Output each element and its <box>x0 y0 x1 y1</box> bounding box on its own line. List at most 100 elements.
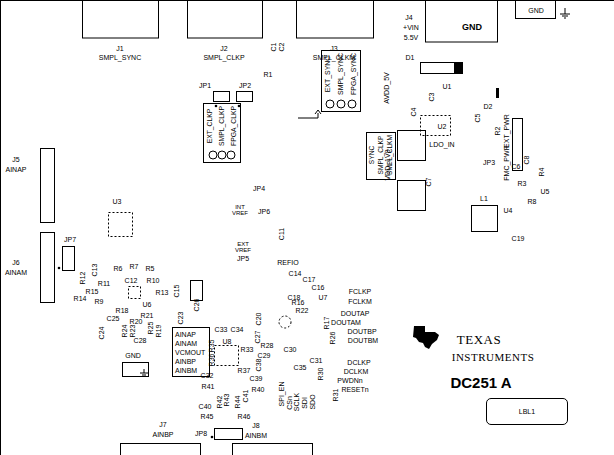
ic-dashed-outline <box>215 346 239 366</box>
part-label: U4 <box>504 207 513 214</box>
part-label: R40 <box>252 386 265 393</box>
part-label: U3 <box>113 198 122 205</box>
connector-outline <box>83 0 159 38</box>
part-label: DOUTAM <box>331 319 361 326</box>
ic-outline <box>191 131 498 301</box>
part-label: SMPL_CLKP <box>203 54 244 61</box>
part-label: R11 <box>98 280 110 287</box>
part-label: LDO_IN <box>429 141 454 148</box>
diode-outline <box>421 63 463 74</box>
part-label: C28 <box>134 337 147 344</box>
signal-name: SMPL_CLKP <box>378 136 385 175</box>
part-label: AINBM <box>245 432 267 439</box>
part-label: C16 <box>312 284 325 291</box>
part-label: R43 <box>223 394 230 407</box>
part-label: J6 <box>12 259 19 266</box>
part-label: J1 <box>116 45 123 52</box>
part-label: C3 <box>428 93 435 102</box>
part-label: JP2 <box>239 82 251 89</box>
signal-name: AINBP <box>173 357 209 366</box>
part-label: R25 <box>147 322 154 335</box>
part-label: J7 <box>159 421 166 428</box>
pin1-dot <box>215 105 218 108</box>
part-label: DCLKM <box>344 368 369 375</box>
part-label: FCLKM <box>348 298 372 305</box>
part-label: JP7 <box>64 236 76 243</box>
ic-outline <box>191 281 203 301</box>
part-label: C8 <box>523 156 530 165</box>
part-label: C24 <box>98 327 105 340</box>
part-label: C5 <box>474 114 481 123</box>
part-label: R45 <box>201 413 214 420</box>
ic-outline <box>472 206 498 232</box>
part-label: L1 <box>480 195 488 202</box>
part-label: R14 <box>74 295 87 302</box>
part-label: C34 <box>231 326 244 333</box>
part-label: FMC_PWR <box>503 145 510 180</box>
part-label: J4 <box>405 14 412 21</box>
part-label: C15 <box>173 285 180 298</box>
connector-outline <box>297 0 374 38</box>
part-label: EXT VREF <box>234 241 252 254</box>
ground-symbol <box>140 8 570 375</box>
part-label: R36 <box>208 354 215 367</box>
part-label: JP4 <box>253 185 265 192</box>
part-label: 5.5V <box>404 34 418 41</box>
signal-name: SYNC <box>368 146 375 164</box>
jumper-header <box>63 92 523 440</box>
part-label: R7 <box>130 263 139 270</box>
label-box: LBL1 <box>486 398 568 425</box>
signal-name: AINAM <box>173 339 209 348</box>
part-label: JP3 <box>483 159 495 166</box>
part-label: R33 <box>241 346 254 353</box>
part-label: C26 <box>193 299 200 312</box>
part-label: PWDNn <box>337 377 362 384</box>
signal-name: FPGA_CLKP <box>231 106 238 146</box>
ic-outline <box>398 131 426 161</box>
part-label: +VIN <box>403 24 419 31</box>
part-label: R20 <box>130 318 143 325</box>
connector-outline <box>41 149 55 223</box>
part-label: C7 <box>425 178 432 187</box>
label-text: LBL1 <box>519 408 535 415</box>
ic-dashed-outline <box>279 316 291 328</box>
signal-name: FPGA_SYNC <box>350 53 357 95</box>
brand-text: TEXAS <box>457 333 501 346</box>
part-label: C40 <box>199 403 212 410</box>
ic-dashed-outline <box>109 213 133 237</box>
part-label: C30 <box>284 346 297 353</box>
part-label: J5 <box>12 156 19 163</box>
connector-outline <box>41 0 556 455</box>
diode-outline <box>454 62 462 74</box>
part-label: U2 <box>438 123 447 130</box>
part-label: R3 <box>518 180 527 187</box>
part-label: R5 <box>146 265 155 272</box>
part-label: R16 <box>292 299 305 306</box>
ground-symbol <box>560 8 570 18</box>
part-label: C12 <box>125 277 138 284</box>
part-label: R21 <box>141 312 154 319</box>
part-label: R1 <box>264 71 273 78</box>
part-label: R30 <box>317 368 324 381</box>
part-label: C41 <box>242 390 249 403</box>
part-label: R8 <box>528 198 537 205</box>
jumper-header <box>63 247 75 271</box>
part-label: R13 <box>156 289 169 296</box>
part-label: JP8 <box>195 430 207 437</box>
ground-symbol <box>140 369 148 375</box>
jumper-header <box>215 429 243 440</box>
part-label: CSn <box>286 396 293 410</box>
connector-outline <box>123 363 149 377</box>
part-label: SCLK <box>293 393 300 411</box>
signal-name: AINAP <box>173 330 209 339</box>
connector-outline <box>426 0 498 42</box>
part-label: C29 <box>258 352 271 359</box>
part-label: SDI <box>301 397 308 409</box>
part-label: C2 <box>278 43 285 52</box>
part-label: C33 <box>215 326 228 333</box>
part-label: R42 <box>216 396 223 409</box>
signal-name: SMPL_SYNC <box>338 53 345 95</box>
part-label: C4 <box>410 108 417 117</box>
